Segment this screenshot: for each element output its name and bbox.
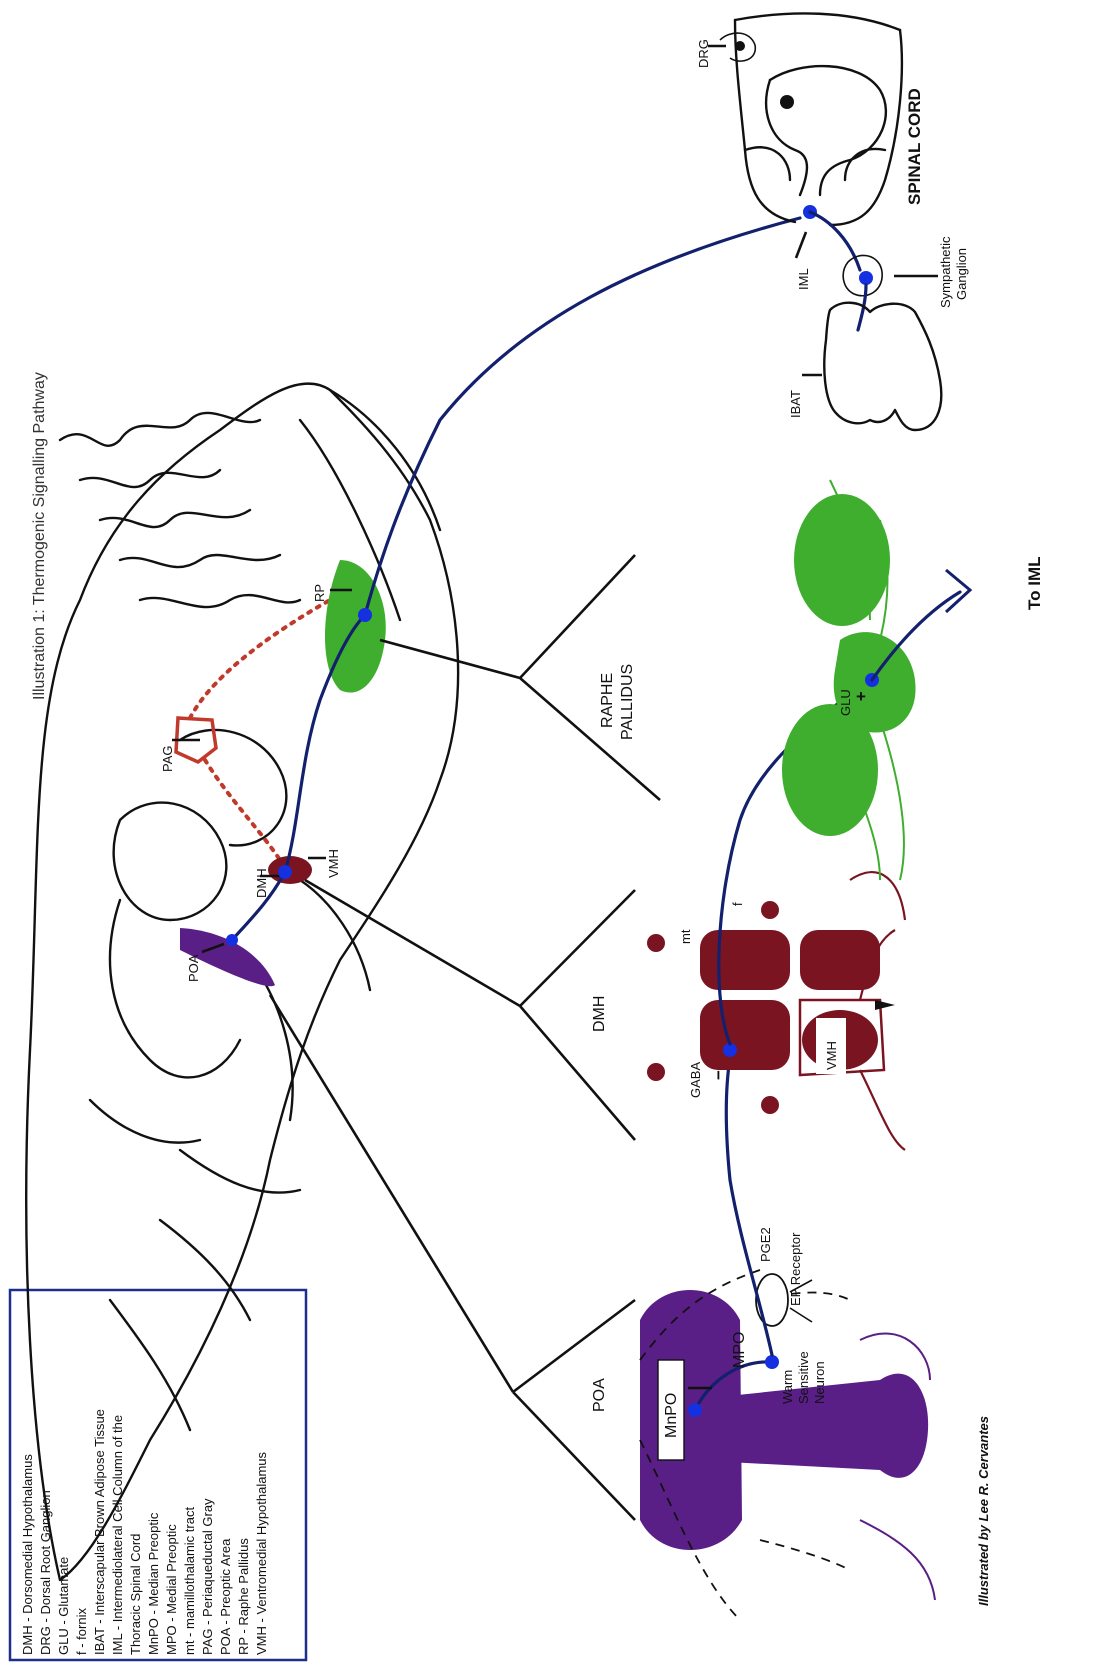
neuron-mnpo — [688, 1403, 702, 1417]
spinal-label-sympathetic-2: Ganglion — [954, 248, 969, 300]
illustration-credit: Illustrated by Lee R. Cervantes — [976, 1416, 991, 1606]
ibat-section — [824, 303, 941, 430]
rp-label-to-iml: To IML — [1025, 557, 1044, 611]
spinal-label-spinal-cord: SPINAL CORD — [905, 88, 924, 205]
poa-label-warm-2: Sensitive — [796, 1351, 811, 1404]
poa-label-mpo: MPO — [731, 1332, 748, 1368]
section-label-raphe-2: PALLIDUS — [619, 664, 636, 740]
legend-item: mt - mamillothalamic tract — [182, 1507, 197, 1655]
neuron-poa — [226, 934, 238, 946]
spinal-cord-section — [720, 13, 902, 225]
spinal-label-drg: DRG — [696, 39, 711, 68]
spinal-label-ibat: IBAT — [788, 390, 803, 418]
brain-label-rp: RP — [312, 584, 327, 602]
legend: DMH - Dorsomedial Hypothalamus DRG - Dor… — [10, 1290, 306, 1660]
legend-item: PAG - Periaqueductal Gray — [200, 1498, 215, 1655]
legend-item: DMH - Dorsomedial Hypothalamus — [20, 1454, 35, 1655]
section-label-dmh: DMH — [591, 996, 608, 1032]
diagram-title: Illustration 1: Thermogenic Signalling P… — [31, 372, 48, 700]
legend-item: MnPO - Median Preoptic — [146, 1512, 161, 1655]
legend-item: POA - Preoptic Area — [218, 1538, 233, 1655]
legend-item: IML - Intermediolateral Cell Column of t… — [110, 1415, 125, 1655]
brain-label-vmh: VMH — [326, 849, 341, 878]
pathway-poa-dmh-rp-iml — [232, 218, 800, 940]
rp-label-glu: GLU — [838, 689, 853, 716]
brain-label-dmh: DMH — [254, 868, 269, 898]
dmh-label-vmh: VMH — [824, 1041, 839, 1070]
rp-detail — [782, 480, 916, 880]
poa-label-mnpo: MnPO — [663, 1393, 680, 1438]
rp-label-plus: + — [856, 687, 866, 706]
pag-pathway-to-rp — [190, 600, 330, 718]
brain-label-poa: POA — [186, 954, 201, 982]
dmh-label-f: f — [730, 902, 745, 906]
to-iml-arrowhead — [946, 570, 970, 612]
spinal-label-sympathetic-1: Sympathetic — [938, 236, 953, 308]
neuron-ganglion — [859, 271, 873, 285]
poa-label-warm-1: Warm — [780, 1370, 795, 1404]
neuron-dmh — [278, 865, 292, 879]
legend-item: Thoracic Spinal Cord — [128, 1534, 143, 1655]
section-label-raphe-1: RAPHE — [599, 673, 616, 728]
spinal-label-iml: IML — [796, 268, 811, 290]
legend-item: DRG - Dorsal Root Ganglion — [38, 1490, 53, 1655]
legend-item: f - fornix — [74, 1608, 89, 1655]
poa-label-ep-receptor: EP Receptor — [788, 1232, 803, 1306]
dmh-label-mt: mt — [678, 929, 693, 944]
neuron-warm-sensitive — [765, 1355, 779, 1369]
neuron-rp — [358, 608, 372, 622]
poa-detail — [640, 1270, 935, 1620]
legend-item: RP - Raphe Pallidus — [236, 1538, 251, 1655]
dmh-label-minus: − — [709, 1070, 728, 1080]
brain-label-pag: PAG — [160, 746, 175, 773]
poa-label-warm-3: Neuron — [812, 1361, 827, 1404]
section-label-poa: POA — [591, 1378, 608, 1412]
legend-item: MPO - Medial Preoptic — [164, 1524, 179, 1655]
iml-leader — [796, 232, 806, 258]
dmh-detail — [647, 872, 905, 1150]
dmh-label-gaba: GABA — [688, 1062, 703, 1098]
poa-label-pge2: PGE2 — [758, 1227, 773, 1262]
legend-item: VMH - Ventromedial Hypothalamus — [254, 1451, 269, 1655]
